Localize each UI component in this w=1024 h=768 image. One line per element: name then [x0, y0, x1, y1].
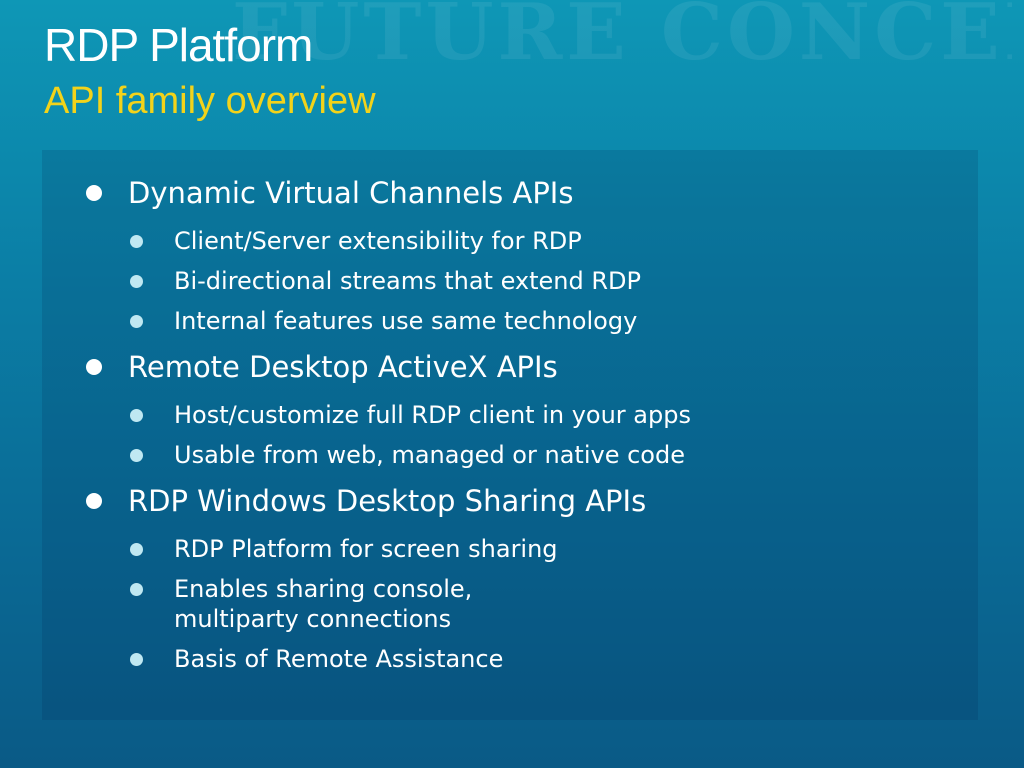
sub-bullet-label: RDP Platform for screen sharing — [174, 535, 558, 563]
sub-bullet-label: Client/Server extensibility for RDP — [174, 227, 582, 255]
sub-bullet-label: Bi-directional streams that extend RDP — [174, 267, 642, 295]
sub-bullet-dot-icon — [130, 235, 143, 248]
bullet-dot-icon — [86, 493, 102, 509]
bullet-dot-icon — [86, 185, 102, 201]
sub-bullet-dot-icon — [130, 449, 143, 462]
sub-bullet-item: Bi-directional streams that extend RDP — [84, 266, 691, 296]
bullet-label: Dynamic Virtual Channels APIs — [128, 176, 574, 210]
sub-bullet-label: Usable from web, managed or native code — [174, 441, 685, 469]
watermark-text: FUTURE CONCEPT — [232, 0, 1012, 72]
sub-bullet-item: Internal features use same technology — [84, 306, 691, 336]
sub-bullet-dot-icon — [130, 409, 143, 422]
bullet-label: Remote Desktop ActiveX APIs — [128, 350, 558, 384]
sub-bullet-label-continued: multiparty connections — [174, 605, 452, 633]
sub-bullet-item: RDP Platform for screen sharing — [84, 534, 691, 564]
sub-bullet-label: Host/customize full RDP client in your a… — [174, 401, 691, 429]
bullet-item: RDP Windows Desktop Sharing APIs — [84, 480, 691, 522]
slide-subtitle: API family overview — [44, 80, 376, 122]
sub-bullet-group: Client/Server extensibility for RDP Bi-d… — [84, 226, 691, 336]
sub-bullet-item: Enables sharing console, multiparty conn… — [84, 574, 691, 634]
sub-bullet-label: Internal features use same technology — [174, 307, 638, 335]
sub-bullet-group: Host/customize full RDP client in your a… — [84, 400, 691, 470]
bullet-dot-icon — [86, 359, 102, 375]
slide-title: RDP Platform — [44, 19, 313, 71]
bullet-item: Dynamic Virtual Channels APIs — [84, 172, 691, 214]
sub-bullet-group: RDP Platform for screen sharing Enables … — [84, 534, 691, 674]
content-panel — [42, 150, 978, 720]
bullet-label: RDP Windows Desktop Sharing APIs — [128, 484, 647, 518]
bullet-list: Dynamic Virtual Channels APIs Client/Ser… — [84, 172, 691, 684]
sub-bullet-item: Usable from web, managed or native code — [84, 440, 691, 470]
bullet-item: Remote Desktop ActiveX APIs — [84, 346, 691, 388]
sub-bullet-item: Host/customize full RDP client in your a… — [84, 400, 691, 430]
sub-bullet-label: Enables sharing console, — [174, 575, 473, 603]
sub-bullet-label: Basis of Remote Assistance — [174, 645, 504, 673]
sub-bullet-item: Client/Server extensibility for RDP — [84, 226, 691, 256]
sub-bullet-dot-icon — [130, 315, 143, 328]
sub-bullet-item: Basis of Remote Assistance — [84, 644, 691, 674]
sub-bullet-dot-icon — [130, 653, 143, 666]
sub-bullet-dot-icon — [130, 543, 143, 556]
sub-bullet-dot-icon — [130, 583, 143, 596]
sub-bullet-dot-icon — [130, 275, 143, 288]
